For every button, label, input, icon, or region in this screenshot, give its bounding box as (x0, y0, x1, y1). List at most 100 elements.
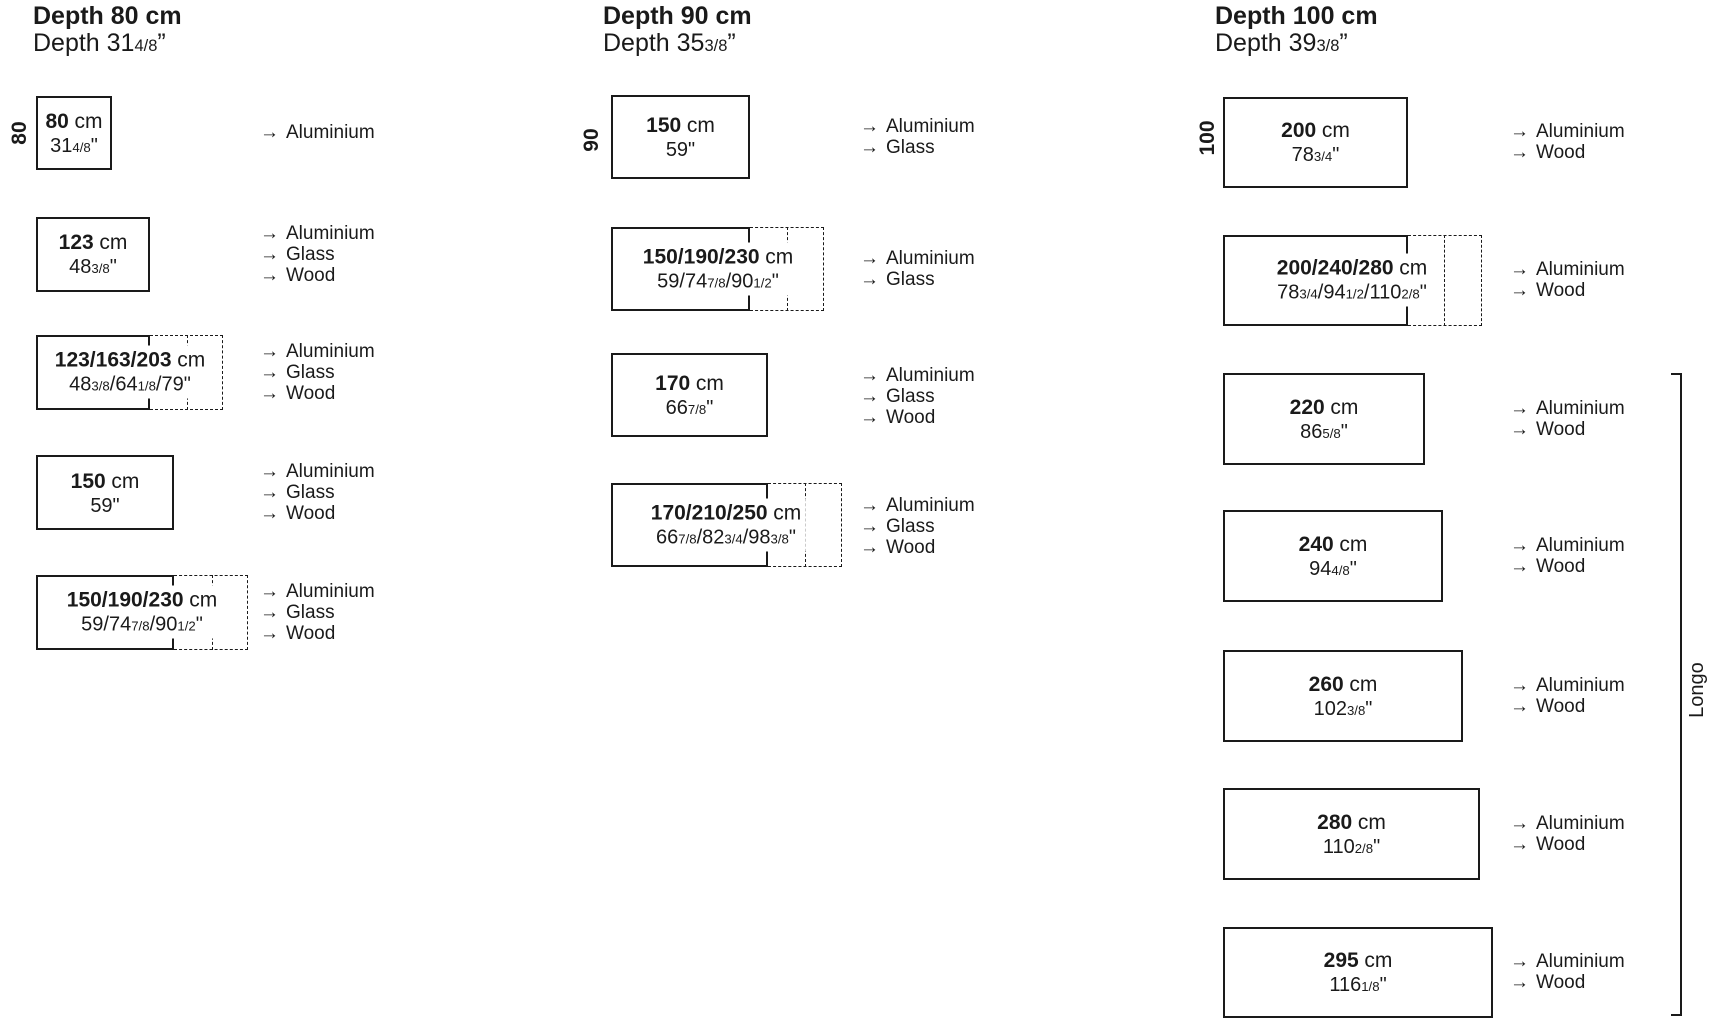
arrow-icon: → (1510, 951, 1529, 972)
material-item: →Aluminium (260, 223, 375, 244)
materials-list: →Aluminium → Glass → Wood (260, 581, 375, 644)
extension-outline (174, 575, 248, 650)
material-item: →Wood (1510, 696, 1625, 717)
arrow-icon: → (1510, 535, 1529, 556)
size-label-inches: 1023/8" (1313, 697, 1373, 720)
arrow-icon: → (260, 482, 279, 503)
arrow-icon: → (260, 581, 279, 602)
material-label: Wood (1536, 696, 1586, 717)
size-label-inches: 59" (90, 494, 120, 517)
material-item: →Wood (860, 537, 975, 558)
material-label: Wood (1536, 556, 1586, 577)
materials-list: →Aluminium →Glass →Wood (860, 365, 975, 428)
material-item: →Glass (860, 269, 975, 290)
longo-group-bracket (1671, 373, 1682, 1016)
material-label: Glass (286, 244, 335, 265)
materials-list: →Aluminium →Wood (1510, 951, 1625, 993)
material-label: Aluminium (286, 461, 375, 482)
arrow-icon: → (860, 537, 879, 558)
arrow-icon: → (860, 269, 879, 290)
column-subtitle-depth-80: Depth 314/8” (33, 29, 166, 57)
material-item: → Glass (860, 386, 975, 407)
arrow-icon: → (1510, 398, 1529, 419)
material-label: Glass (886, 137, 935, 158)
material-item: → Glass (260, 602, 375, 623)
material-item: →Wood (1510, 556, 1625, 577)
material-label: Aluminium (1536, 121, 1625, 142)
material-label: Aluminium (886, 116, 975, 137)
arrow-icon: → (260, 461, 279, 482)
material-item: →Glass (260, 244, 375, 265)
size-label-inches: 483/8/641/8/79" (69, 373, 191, 396)
material-label: Aluminium (1536, 259, 1625, 280)
material-item: →Aluminium (1510, 259, 1625, 280)
material-label: Aluminium (1536, 813, 1625, 834)
materials-list: →Aluminium →Glass (860, 116, 975, 158)
size-label-inches: 483/8" (69, 256, 117, 278)
material-label: Wood (1536, 834, 1586, 855)
arrow-icon: → (860, 386, 879, 407)
material-label: Aluminium (1536, 951, 1625, 972)
material-item: →Glass (260, 482, 375, 503)
side-depth-label-100: 100 (1196, 120, 1219, 156)
arrow-icon: → (1510, 675, 1529, 696)
material-label: Wood (286, 623, 336, 644)
material-label: Wood (886, 407, 936, 428)
material-item: →Glass (260, 362, 375, 383)
arrow-icon: → (260, 602, 279, 623)
size-label-inches: 865/8" (1300, 420, 1348, 443)
material-label: Glass (286, 602, 335, 623)
arrow-icon: → (260, 265, 279, 286)
material-item: →Wood (1510, 280, 1625, 301)
longo-group-label: Longo (1686, 662, 1708, 718)
material-item: →Aluminium (1510, 675, 1625, 696)
material-item: →Aluminium (1510, 813, 1625, 834)
materials-list: → Aluminium →Wood (1510, 535, 1625, 577)
column-title-depth-100: Depth 100 cm (1215, 2, 1378, 30)
material-item: →Wood (260, 383, 375, 404)
materials-list: →Aluminium →Glass (860, 248, 975, 290)
materials-list: →Aluminium →Wood (1510, 259, 1625, 301)
material-item: → Aluminium (1510, 535, 1625, 556)
material-item: →Aluminium (260, 581, 375, 602)
size-label-inches: 783/4/941/2/1102/8" (1277, 281, 1427, 304)
material-item: →Wood (260, 503, 375, 524)
material-label: Aluminium (1536, 535, 1625, 556)
arrow-icon: → (260, 223, 279, 244)
material-label: Glass (886, 386, 935, 407)
size-label-inches: 59/747/8/901/2" (657, 270, 779, 293)
size-label-inches: 59/747/8/901/2" (81, 613, 203, 636)
size-label-inches: 1102/8" (1322, 835, 1381, 858)
size-label-inches: 944/8" (1309, 557, 1357, 580)
material-item: →Wood (1510, 834, 1625, 855)
materials-list: →Aluminium →Glass →Wood (260, 223, 375, 286)
extension-outline (1408, 235, 1482, 326)
materials-list: →Aluminium →Wood (1510, 398, 1625, 440)
material-item: →Glass (860, 516, 975, 537)
arrow-icon: → (260, 341, 279, 362)
size-label-inches: 667/8" (665, 396, 714, 419)
material-label: Wood (1536, 280, 1586, 301)
size-label-inches: 1161/8" (1329, 974, 1387, 996)
materials-list: →Aluminium →Wood (1510, 121, 1625, 163)
